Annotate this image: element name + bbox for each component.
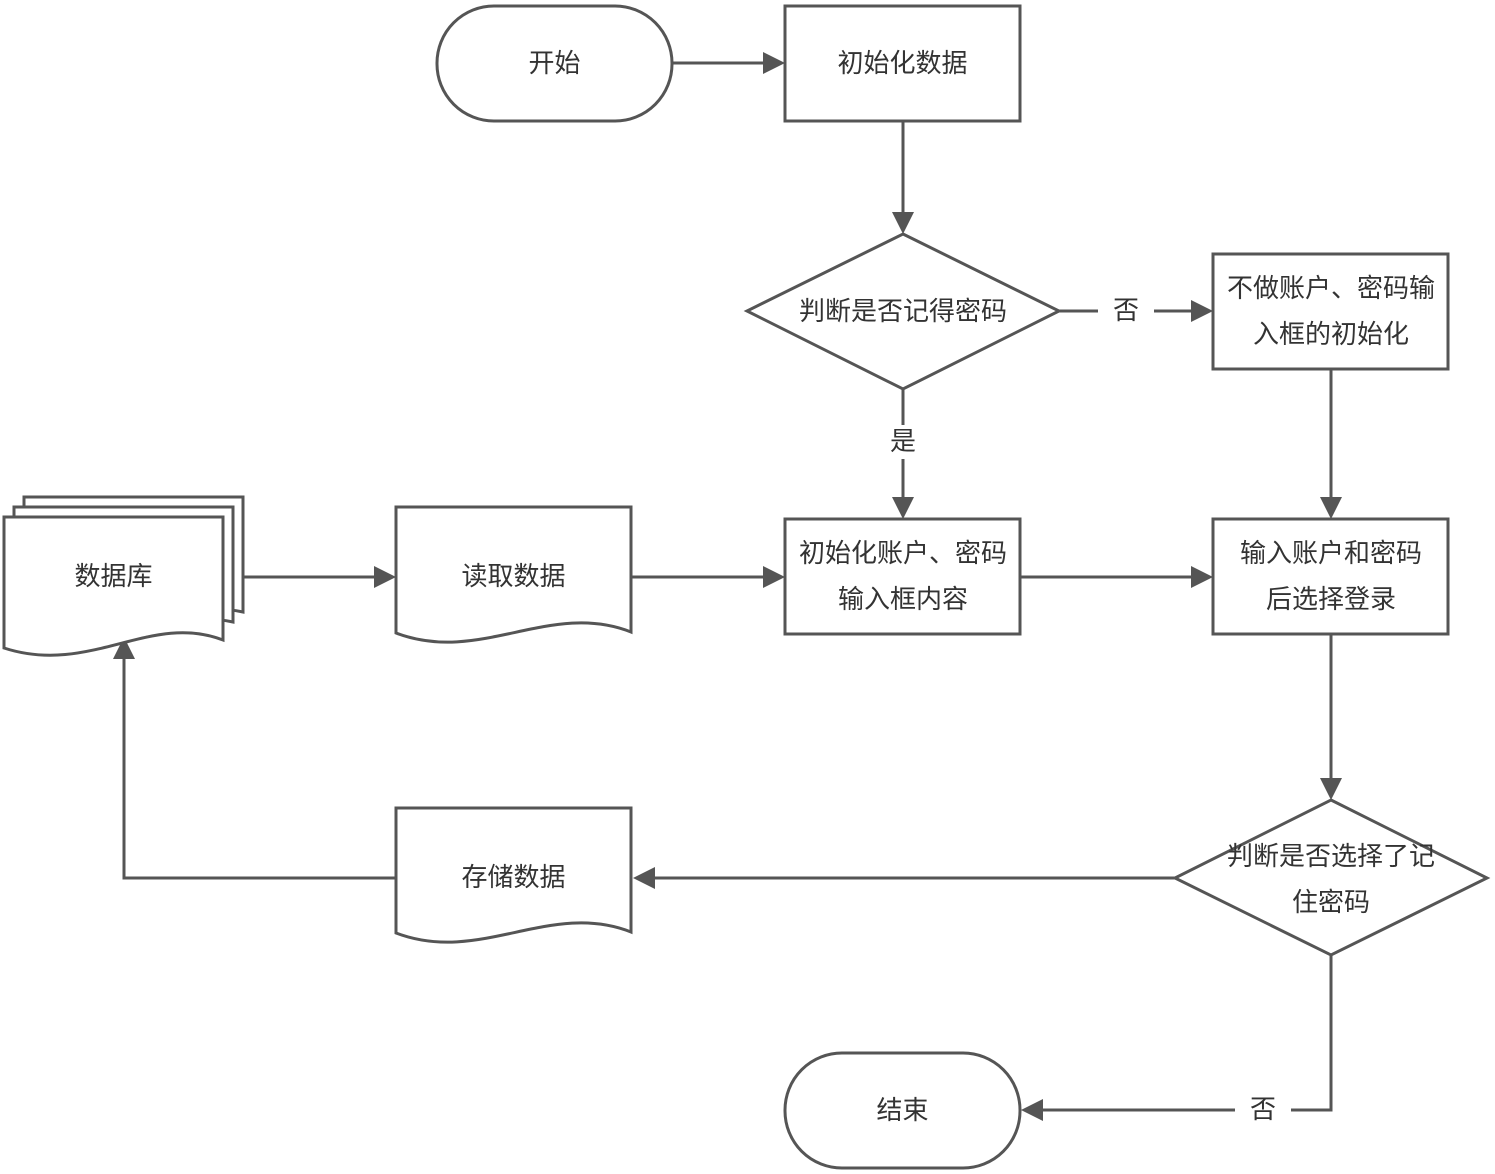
read-data-label: 读取数据 xyxy=(461,562,566,592)
arrowhead xyxy=(374,566,396,588)
start-label: 开始 xyxy=(528,48,581,79)
init-fields-label: 初始化账户、密码输入框内容 xyxy=(798,538,1007,615)
store-data-document xyxy=(394,806,633,944)
start-terminal xyxy=(435,4,674,123)
edge-store-to-database xyxy=(122,655,396,880)
arrowhead xyxy=(1191,300,1213,322)
input-login-process xyxy=(1211,517,1450,636)
check-selected-decision xyxy=(1171,798,1491,957)
init-data-process xyxy=(783,4,1022,123)
edges xyxy=(113,52,1342,1121)
arrowhead xyxy=(892,497,914,519)
no-init-process xyxy=(1211,252,1450,371)
arrowhead xyxy=(1021,1099,1043,1121)
init-data-label: 初始化数据 xyxy=(837,48,968,79)
no-init-label: 不做账户、密码输入框的初始化 xyxy=(1226,273,1435,350)
arrowhead xyxy=(1320,497,1342,519)
edge-label-yes-remember: 是 xyxy=(877,425,929,459)
arrowhead xyxy=(763,566,785,588)
database-label: 数据库 xyxy=(74,562,153,592)
arrowhead xyxy=(1191,566,1213,588)
check-remember-decision xyxy=(743,232,1063,391)
init-fields-process xyxy=(783,517,1022,636)
arrowhead xyxy=(1320,778,1342,800)
arrowhead xyxy=(113,637,135,659)
arrowhead xyxy=(633,867,655,889)
database-multidoc xyxy=(2,495,245,657)
arrowhead xyxy=(892,212,914,234)
input-login-label: 输入账户和密码后选择登录 xyxy=(1239,538,1422,615)
store-data-label: 存储数据 xyxy=(461,863,566,893)
edge-check-selected-to-end xyxy=(1038,955,1333,1112)
edge-label-no-selected: 否 xyxy=(1235,1093,1291,1127)
end-label: 结束 xyxy=(876,1095,929,1126)
check-selected-label: 判断是否选择了记住密码 xyxy=(1226,841,1435,918)
read-data-document xyxy=(394,505,633,644)
arrowhead xyxy=(763,52,785,74)
end-terminal xyxy=(783,1051,1022,1170)
edge-label-no-remember: 否 xyxy=(1098,294,1154,328)
check-remember-label: 判断是否记得密码 xyxy=(798,297,1007,327)
